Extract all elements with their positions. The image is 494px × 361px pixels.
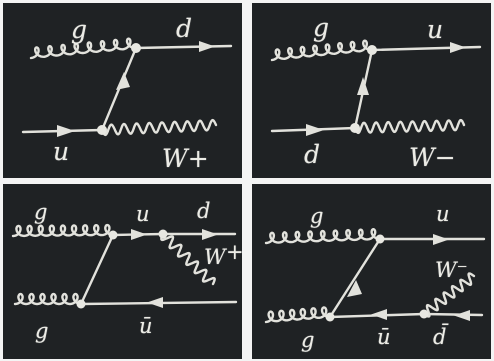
arrow-icon <box>450 42 466 53</box>
w-boson-line <box>353 118 466 135</box>
label-up-quark: u <box>436 202 450 226</box>
label-anti-down-quark: d̄ <box>433 325 447 349</box>
w-boson-line <box>160 232 216 286</box>
label-gluon-bottom: g <box>35 319 49 343</box>
label-w-boson: W− <box>409 143 456 172</box>
label-up-quark: u <box>136 202 150 226</box>
arrow-icon <box>147 297 163 308</box>
w-boson-line <box>422 272 476 318</box>
vertex <box>131 43 141 53</box>
panel-bottom-right: g u W⁻ g ū d̄ <box>252 184 491 359</box>
w-boson-line <box>100 118 218 137</box>
gluon-line <box>264 228 382 245</box>
panel-bottom-left: g u d W + g ū <box>3 184 242 359</box>
diagram-bottom-right <box>264 228 486 324</box>
vertex <box>367 45 377 55</box>
label-up-quark: u <box>53 137 70 166</box>
diagram-bottom-left <box>11 223 238 309</box>
vertex <box>419 309 429 319</box>
propagator-line <box>79 233 115 306</box>
diagram-top-left <box>21 37 233 137</box>
arrow-icon <box>454 310 470 321</box>
gluon-line <box>29 37 138 60</box>
diagram-top-right <box>270 39 482 136</box>
vertex <box>97 125 107 135</box>
label-w-boson: W+ <box>162 144 209 173</box>
label-w-boson: W⁻ <box>435 258 468 282</box>
gluon-line <box>13 292 83 306</box>
arrow-icon <box>357 77 369 95</box>
arrow-icon <box>202 229 218 240</box>
label-up-quark: u <box>427 15 444 44</box>
arrow-icon <box>116 72 130 90</box>
label-anti-up-quark: ū <box>139 314 153 338</box>
vertex <box>76 299 86 309</box>
arrow-icon <box>347 280 362 297</box>
label-gluon-bottom: g <box>301 328 315 352</box>
propagator-line <box>328 237 382 319</box>
gluon-line <box>264 306 332 324</box>
panel-top-left: g d u W+ <box>3 3 242 178</box>
vertex <box>158 229 168 239</box>
arrow-icon <box>131 229 147 240</box>
panel-top-right: g u d W− <box>252 3 491 178</box>
label-gluon-top: g <box>310 204 324 228</box>
arrow-icon <box>306 124 324 136</box>
label-gluon-top: g <box>34 200 48 224</box>
gluon-line <box>270 39 374 62</box>
label-gluon: g <box>313 13 330 42</box>
label-gluon: g <box>71 15 88 44</box>
label-down-quark: d <box>304 140 321 169</box>
vertex <box>375 234 385 244</box>
vertex <box>108 230 118 240</box>
label-anti-up-quark: ū <box>377 325 391 349</box>
arrow-icon <box>199 41 215 52</box>
label-charge-plus: + <box>226 240 242 264</box>
label-w-boson: W <box>204 245 226 269</box>
vertex <box>350 123 360 133</box>
label-down-quark: d <box>176 14 193 43</box>
arrow-icon <box>433 234 449 245</box>
outgoing-quark-line <box>134 44 233 50</box>
arrow-icon <box>57 125 75 137</box>
label-down-quark: d <box>197 199 211 223</box>
outgoing-antiquark-line <box>422 312 484 317</box>
arrow-icon <box>371 309 387 320</box>
vertex <box>325 312 335 322</box>
gluon-line <box>11 223 115 238</box>
